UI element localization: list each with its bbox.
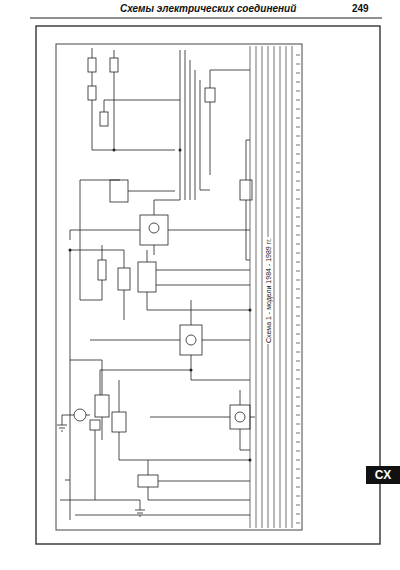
page-number: 249 [352,3,369,14]
bus-tick [296,307,300,308]
bus-tick [296,388,300,389]
bus-tick [296,109,300,110]
bus-tick [296,226,300,227]
bus-wire [262,46,263,528]
bus-wire [250,46,251,528]
bus-tick [296,406,300,407]
bus-tick [296,298,300,299]
bus-tick [296,487,300,488]
bus-wire [256,46,257,528]
section-tab: CX [366,466,400,484]
bus-tick [296,235,300,236]
bus-tick [296,136,300,137]
bus-tick [296,55,300,56]
bus-tick [296,343,300,344]
bus-tick [296,262,300,263]
bus-tick [296,82,300,83]
bus-tick [296,316,300,317]
bus-tick [296,469,300,470]
bus-tick [296,172,300,173]
bus-tick [296,289,300,290]
bus-wire [286,46,287,528]
bus-tick [296,208,300,209]
bus-tick [296,424,300,425]
page-title: Схемы электрических соединений [120,3,296,14]
bus-tick [296,514,300,515]
bus-tick [296,523,300,524]
bus-tick [296,100,300,101]
bus-tick [296,217,300,218]
bus-tick [296,451,300,452]
bus-tick [296,433,300,434]
bus-tick [296,190,300,191]
bus-tick [296,442,300,443]
bus-tick [296,415,300,416]
bus-tick [296,334,300,335]
bus-tick [296,91,300,92]
bus-tick [296,64,300,65]
bus-tick [296,505,300,506]
bus-wire [280,46,281,528]
bus-tick [296,145,300,146]
bus-tick [296,379,300,380]
bus-tick [296,163,300,164]
bus-tick [296,244,300,245]
bus-tick [296,352,300,353]
bus-tick [296,199,300,200]
bus-tick [296,361,300,362]
bus-tick [296,280,300,281]
bus-tick [296,73,300,74]
bus-wire [274,46,275,528]
bus-tick [296,370,300,371]
bus-tick [296,325,300,326]
bus-tick [296,496,300,497]
bus-tick [296,127,300,128]
bus-tick [296,271,300,272]
bus-tick [296,397,300,398]
bus-tick [296,478,300,479]
bus-tick [296,181,300,182]
bus-tick [296,253,300,254]
bus-tick [296,460,300,461]
diagram-caption: Схема 1 - модели 1984 - 1989 гг. [265,237,272,344]
bus-tick [296,154,300,155]
bus-wire [292,46,293,528]
bus-tick [296,118,300,119]
